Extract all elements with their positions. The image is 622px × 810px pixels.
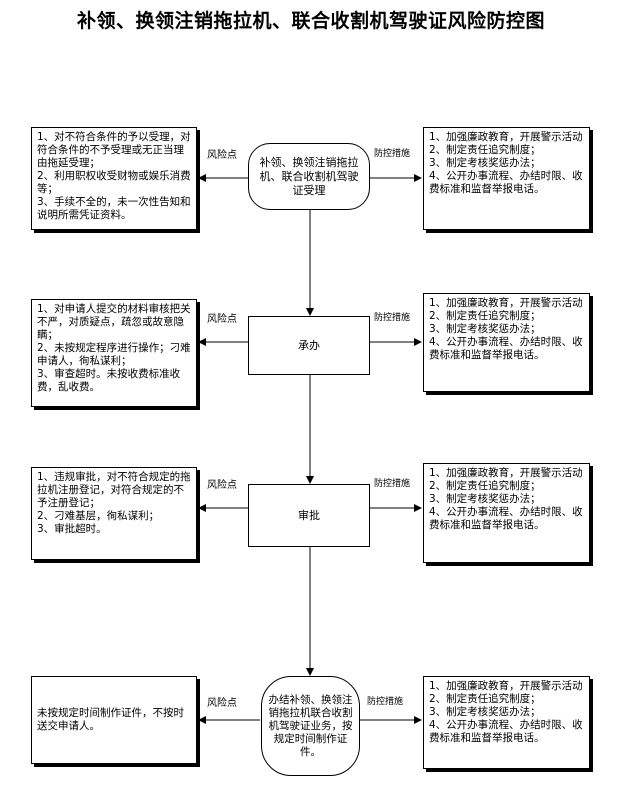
risk-item: 2、刁难基层，徇私谋利； — [37, 510, 160, 522]
control-item: 2、制定责任追究制度； — [429, 144, 541, 156]
control-item: 2、制定责任追究制度； — [429, 480, 541, 492]
control-item: 1、加强廉政教育，开展警示活动 — [429, 131, 583, 143]
risk-item: 2、未按规定程序进行操作；刁难申请人，徇私谋利； — [37, 342, 191, 367]
control-item: 4、公开办事流程、办结时限、收费标准和监督举报电话。 — [429, 506, 583, 531]
risk-item: 3、审查超时。未按收费标准收费，乱收费。 — [37, 368, 181, 393]
control-item: 3、制定考核奖惩办法； — [429, 493, 541, 505]
risk-label-3: 风险点 — [207, 480, 237, 491]
risk-box-2: 1、对申请人提交的材料审核把关不严，对质疑点，疏忽或故意隐瞒； 2、未按规定程序… — [31, 299, 197, 407]
control-box-4: 1、加强廉政教育，开展警示活动 2、制定责任追究制度； 3、制定考核奖惩办法； … — [423, 676, 590, 769]
stage-node-text: 补领、换领注销拖拉机、联合收割机驾驶证受理 — [259, 155, 359, 197]
control-label-1: 防控措施 — [374, 149, 411, 159]
control-item: 3、制定考核奖惩办法； — [429, 323, 541, 335]
control-item: 3、制定考核奖惩办法； — [429, 706, 541, 718]
risk-box-3: 1、违规审批，对不符合规定的拖拉机注册登记，对符合规定的不予注册登记； 2、刁难… — [31, 467, 197, 560]
control-item: 4、公开办事流程、办结时限、收费标准和监督举报电话。 — [429, 336, 583, 361]
risk-box-1: 1、对不符合条件的予以受理，对符合条件的不予受理或无正当理由拖延受理； 2、利用… — [31, 127, 197, 230]
stage-node-text: 审批 — [298, 508, 320, 522]
control-item: 1、加强廉政教育，开展警示活动 — [429, 680, 583, 692]
risk-label-4: 风险点 — [207, 698, 237, 709]
risk-item: 3、手续不全的，未一次性告知和说明所需凭证资料。 — [37, 196, 191, 221]
control-box-3: 1、加强廉政教育，开展警示活动 2、制定责任追究制度； 3、制定考核奖惩办法； … — [423, 463, 590, 563]
risk-item: 3、审批超时。 — [37, 523, 107, 535]
control-item: 3、制定考核奖惩办法； — [429, 157, 541, 169]
risk-item: 1、对不符合条件的予以受理，对符合条件的不予受理或无正当理由拖延受理； — [37, 131, 191, 169]
stage-node-text: 办结补领、换领注销拖拉机联合收割机驾驶证业务，按规定时间制作证件。 — [268, 693, 353, 758]
control-box-2: 1、加强廉政教育，开展警示活动 2、制定责任追究制度； 3、制定考核奖惩办法； … — [423, 293, 590, 392]
stage-node-2: 承办 — [248, 316, 370, 375]
risk-item: 未按规定时间制作证件，不按时送交申请人。 — [37, 707, 184, 732]
risk-item: 1、对申请人提交的材料审核把关不严，对质疑点，疏忽或故意隐瞒； — [37, 303, 191, 341]
risk-item: 1、违规审批，对不符合规定的拖拉机注册登记，对符合规定的不予注册登记； — [37, 471, 191, 509]
stage-node-4: 办结补领、换领注销拖拉机联合收割机驾驶证业务，按规定时间制作证件。 — [261, 676, 360, 776]
control-item: 1、加强廉政教育，开展警示活动 — [429, 467, 583, 479]
stage-node-text: 承办 — [298, 338, 320, 352]
risk-label-1: 风险点 — [207, 150, 237, 161]
control-item: 4、公开办事流程、办结时限、收费标准和监督举报电话。 — [429, 719, 583, 744]
stage-node-1: 补领、换领注销拖拉机、联合收割机驾驶证受理 — [248, 143, 370, 210]
risk-label-2: 风险点 — [207, 314, 237, 325]
diagram-title: 补领、换领注销拖拉机、联合收割机驾驶证风险防控图 — [76, 10, 545, 32]
control-item: 2、制定责任追究制度； — [429, 693, 541, 705]
stage-node-3: 审批 — [248, 484, 370, 547]
control-item: 2、制定责任追究制度； — [429, 310, 541, 322]
risk-box-4: 未按规定时间制作证件，不按时送交申请人。 — [31, 676, 197, 764]
control-label-2: 防控措施 — [374, 313, 411, 323]
control-label-4: 防控措施 — [367, 697, 404, 707]
risk-item: 2、利用职权收受财物或娱乐消费等； — [37, 170, 191, 195]
control-item: 4、公开办事流程、办结时限、收费标准和监督举报电话。 — [429, 170, 583, 195]
control-label-3: 防控措施 — [374, 479, 411, 489]
control-box-1: 1、加强廉政教育，开展警示活动 2、制定责任追究制度； 3、制定考核奖惩办法； … — [423, 127, 590, 230]
control-item: 1、加强廉政教育，开展警示活动 — [429, 297, 583, 309]
